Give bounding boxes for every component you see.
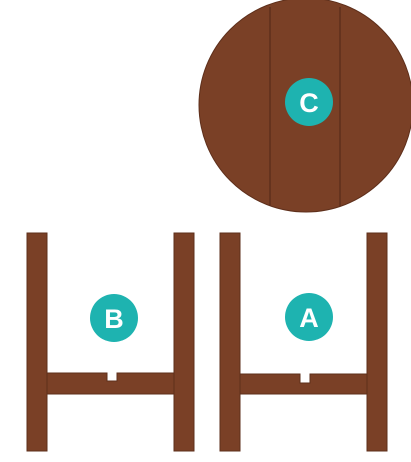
badge-b-label: B <box>104 304 124 334</box>
badge-a-circle <box>285 293 333 341</box>
badge-a-label: A <box>299 303 319 333</box>
frame-a-left-leg <box>219 232 241 452</box>
stand-frame-right: A <box>219 232 388 452</box>
badge-c-label: C <box>299 88 319 118</box>
badge-b: B <box>90 294 138 342</box>
round-tabletop: C <box>198 0 411 213</box>
frame-a-right-leg <box>366 232 388 452</box>
stand-frame-left: B <box>26 232 195 452</box>
badge-b-circle <box>90 294 138 342</box>
badge-c-circle <box>285 78 333 126</box>
frame-b-crossbar <box>46 372 175 395</box>
frame-a-crossbar <box>239 373 368 395</box>
frame-b-left-leg <box>26 232 48 452</box>
badge-c: C <box>285 78 333 126</box>
badge-a: A <box>285 293 333 341</box>
frame-b-right-leg <box>173 232 195 452</box>
